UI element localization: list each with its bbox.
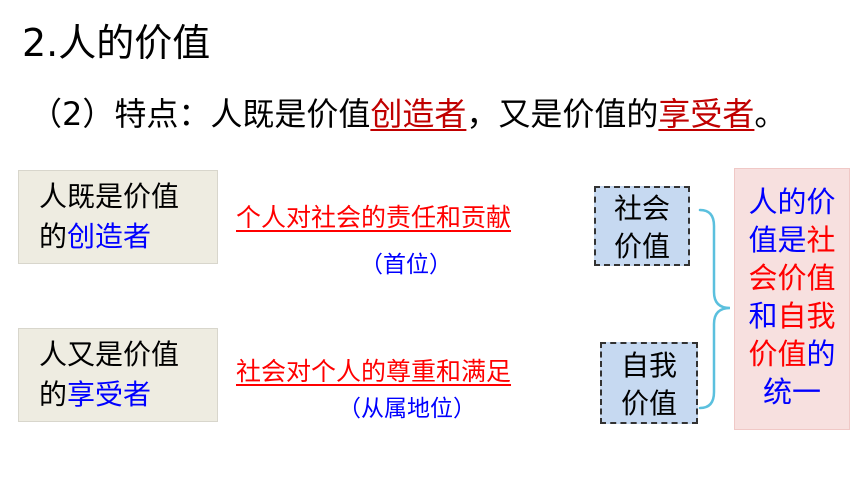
unity-line2: 值是社 xyxy=(735,221,849,259)
curly-brace-icon xyxy=(698,208,731,410)
enjoyer-box: 人又是价值 的享受者 xyxy=(18,328,218,422)
subtitle-suffix: 。 xyxy=(754,95,787,133)
relation-responsibility: 个人对社会的责任和贡献 xyxy=(236,203,512,232)
self-value-line1: 自我 xyxy=(620,349,677,382)
enjoyer-box-line2: 的享受者 xyxy=(39,375,217,415)
subtitle-middle: ，又是价值的 xyxy=(466,95,659,133)
relation-respect-note: （从属地位） xyxy=(338,396,476,422)
unity-line2-red: 社 xyxy=(806,223,836,257)
slide-title: 2.人的价值 xyxy=(22,21,211,65)
enjoyer-box-prefix: 的 xyxy=(39,378,68,411)
social-value-line2: 价值 xyxy=(613,230,670,263)
self-value-box: 自我 价值 xyxy=(600,342,698,424)
subtitle-enjoyer: 享受者 xyxy=(658,95,755,133)
creator-box-highlight: 创造者 xyxy=(67,220,152,253)
unity-line5-blue: 的 xyxy=(806,337,836,371)
creator-box-line2: 的创造者 xyxy=(39,217,217,257)
enjoyer-box-highlight: 享受者 xyxy=(67,378,152,411)
unity-line5-red: 价值 xyxy=(748,337,807,371)
value-unity-box: 人的价 值是社 会价值 和自我 价值的 统一 xyxy=(734,168,850,430)
unity-line1: 人的价 xyxy=(748,185,836,219)
social-value-line1: 社会 xyxy=(613,192,670,225)
unity-line2-blue: 值是 xyxy=(748,223,807,257)
relation-responsibility-note: （首位） xyxy=(360,252,452,278)
social-value-box: 社会 价值 xyxy=(594,186,690,266)
unity-line5: 价值的 xyxy=(735,335,849,373)
subtitle: （2）特点：人既是价值创造者，又是价值的享受者。 xyxy=(30,92,786,136)
enjoyer-box-line1: 人又是价值 xyxy=(39,338,180,371)
subtitle-creator: 创造者 xyxy=(370,95,467,133)
self-value-line2: 价值 xyxy=(620,387,677,420)
unity-line6: 统一 xyxy=(762,375,821,409)
creator-box-line1: 人既是价值 xyxy=(39,180,180,213)
creator-box: 人既是价值 的创造者 xyxy=(18,170,218,264)
unity-line4-red: 自我 xyxy=(777,299,836,333)
relation-respect: 社会对个人的尊重和满足 xyxy=(236,357,512,386)
creator-box-prefix: 的 xyxy=(39,220,68,253)
subtitle-prefix: （2）特点：人既是价值 xyxy=(30,95,371,133)
unity-line3: 会价值 xyxy=(748,261,836,295)
unity-line4-blue: 和 xyxy=(748,299,778,333)
unity-line4: 和自我 xyxy=(735,297,849,335)
